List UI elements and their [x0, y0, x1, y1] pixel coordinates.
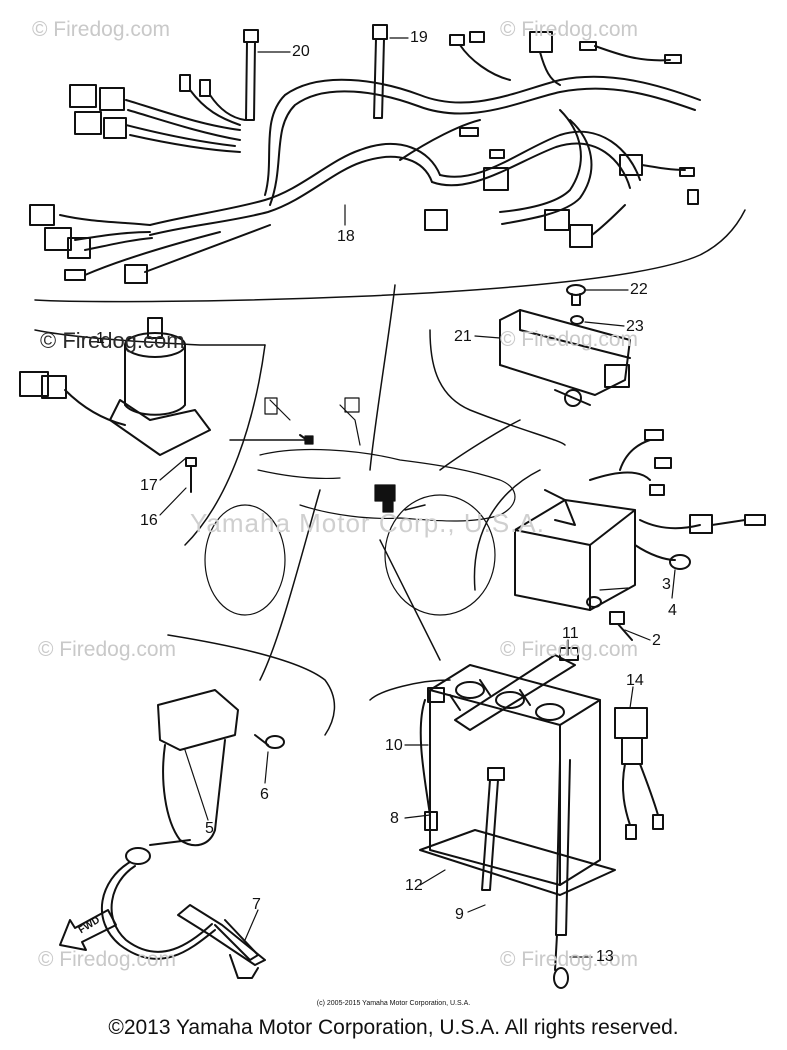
cdi-unit	[514, 429, 766, 611]
copyright-small: (c) 2005-2015 Yamaha Motor Corporation, …	[316, 1000, 471, 1007]
plug-cap	[177, 904, 266, 979]
ignition-coil	[101, 689, 259, 961]
watermark: Yamaha Motor Corp., U.S.A.	[190, 508, 545, 538]
battery	[429, 664, 601, 886]
wire-harness	[29, 31, 746, 303]
washer-23	[570, 315, 584, 325]
callout-5: 5	[205, 820, 214, 837]
watermark: © Firedog.com	[500, 328, 639, 351]
callout-11: 11	[562, 625, 579, 642]
watermark: © Firedog.com	[40, 328, 185, 353]
callout-17: 17	[140, 477, 158, 494]
callout-20: 20	[292, 43, 310, 60]
washer-3	[586, 596, 602, 608]
battery-cable-positive	[553, 759, 571, 989]
callout-13: 13	[596, 948, 614, 965]
screw-6	[254, 734, 285, 749]
watermark: © Firedog.com	[38, 948, 177, 971]
callout-9: 9	[455, 906, 464, 923]
main-switch	[19, 317, 211, 493]
battery-band	[454, 647, 579, 731]
copyright-main: ©2013 Yamaha Motor Corporation, U.S.A. A…	[108, 1016, 679, 1039]
callout-22: 22	[630, 281, 648, 298]
callout-18: 18	[337, 228, 355, 245]
callout-12: 12	[405, 877, 423, 894]
callout-4: 4	[668, 602, 677, 619]
motorcycle-outline	[204, 397, 516, 616]
breather-pipe	[481, 767, 505, 891]
bolt-2	[609, 611, 633, 641]
callout-14: 14	[626, 672, 644, 689]
callout-21: 21	[454, 328, 472, 345]
group-brackets	[34, 329, 566, 736]
leader-lines	[229, 284, 521, 681]
callout-19: 19	[410, 29, 428, 46]
callout-23: 23	[626, 318, 644, 335]
callout-16: 16	[140, 512, 158, 529]
callout-6: 6	[260, 786, 269, 803]
fwd-arrow-icon	[59, 909, 117, 951]
battery-case	[419, 829, 616, 896]
cable-tie-19	[372, 24, 388, 119]
callout-leaders	[159, 37, 676, 958]
callout-8: 8	[390, 810, 399, 827]
watermark: © Firedog.com	[500, 638, 639, 661]
battery-cable-negative	[419, 687, 445, 831]
watermark: © Firedog.com	[500, 948, 639, 971]
callout-1: 1	[96, 330, 105, 347]
screw-22	[566, 284, 586, 306]
callout-7: 7	[252, 896, 261, 913]
cable-tie-20	[243, 29, 259, 121]
watermark: © Firedog.com	[32, 18, 171, 41]
callout-2: 2	[652, 632, 661, 649]
callout-3: 3	[662, 576, 671, 593]
callout-10: 10	[385, 737, 403, 754]
watermark: © Firedog.com	[500, 18, 639, 41]
watermark: © Firedog.com	[38, 638, 177, 661]
fuse-holder	[614, 707, 664, 840]
rectifier-regulator	[499, 309, 631, 407]
